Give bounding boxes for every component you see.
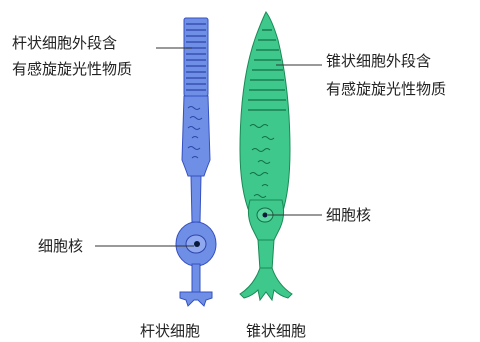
cone-nucleus-label: 细胞核 <box>326 206 371 224</box>
rod-cell <box>176 18 216 306</box>
cone-caption: 锥状细胞 <box>246 322 306 340</box>
rod-caption: 杆状细胞 <box>140 322 200 340</box>
cone-nucleus <box>263 213 268 218</box>
cone-outer-label-line1: 锥状细胞外段含 <box>326 52 431 70</box>
cone-cell <box>240 12 292 300</box>
rod-fiber <box>191 176 201 222</box>
rod-outer-label-line1: 杆状细胞外段含 <box>12 34 117 52</box>
rod-axon <box>192 264 200 292</box>
cone-terminal <box>240 268 292 300</box>
rod-nucleus-label: 细胞核 <box>38 237 83 255</box>
rod-nucleus <box>194 241 200 247</box>
cone-body-upper <box>240 12 290 214</box>
cone-axon <box>258 240 274 270</box>
rod-outer-label-line2: 有感旋旋光性物质 <box>12 60 132 78</box>
cone-outer-label-line2: 有感旋旋光性物质 <box>326 80 446 98</box>
rod-inner-segment <box>182 96 210 176</box>
rod-terminal <box>180 292 212 306</box>
